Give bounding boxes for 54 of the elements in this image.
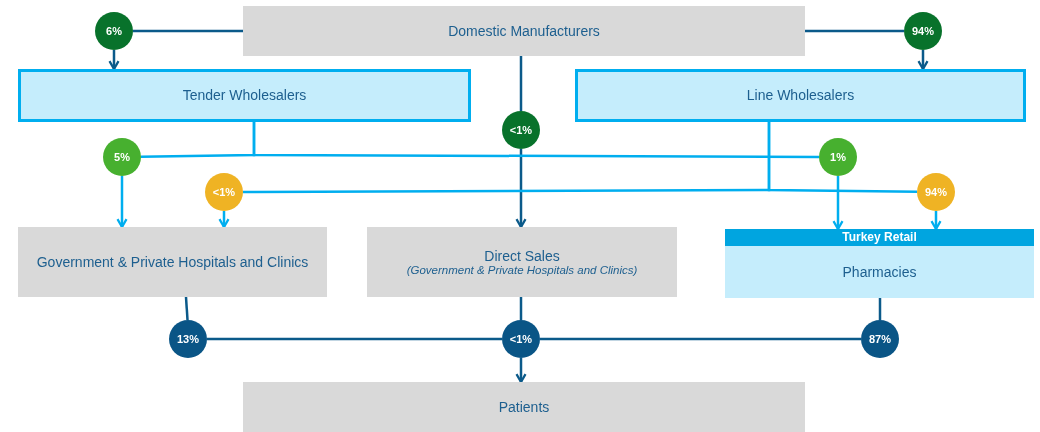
connector-line [133, 29, 243, 33]
percentage-circle [861, 320, 899, 358]
outlet-box [725, 229, 1034, 298]
percentage-label: <1% [509, 124, 533, 136]
connector-line [917, 50, 929, 71]
connector-line [218, 211, 230, 229]
box-sublabel: (Government & Private Hospitals and Clinics) [406, 264, 638, 277]
percentage-circle [904, 12, 942, 50]
percentage-label: <1% [509, 333, 533, 345]
box-label: Tender Wholesalers [182, 87, 307, 104]
channel-box [18, 69, 471, 122]
percentage-label: 13% [177, 333, 199, 345]
percentage-label: 87% [869, 333, 891, 345]
channel-box [243, 382, 805, 432]
box-label: Direct Sales [484, 247, 560, 265]
connector-line [184, 296, 189, 321]
connector-line [116, 176, 128, 229]
percentage-label: <1% [212, 186, 236, 198]
percentage-circle [169, 320, 207, 358]
percentage-circle [502, 111, 540, 149]
connector-line [515, 149, 527, 229]
connector-line [515, 358, 527, 384]
connector-line [540, 337, 861, 341]
percentage-label: 94% [925, 186, 947, 198]
connector-line [930, 211, 942, 231]
connector-line [878, 298, 882, 320]
channel-box [575, 69, 1026, 122]
percentage-circle [95, 12, 133, 50]
connector-line [519, 297, 523, 320]
connector-line [767, 122, 917, 193]
box-label: Line Wholesalers [746, 87, 855, 104]
header-label: Turkey Retail [725, 229, 1034, 246]
percentage-label: 6% [106, 25, 122, 37]
box-label: Pharmacies [842, 263, 917, 282]
connector-line [252, 122, 819, 159]
channel-box [18, 227, 327, 297]
box-label: Government & Private Hospitals and Clinics [36, 253, 309, 271]
percentage-label: 1% [830, 151, 846, 163]
connector-line [207, 337, 502, 341]
connector-line [805, 29, 904, 33]
connector-line [519, 56, 523, 111]
percentage-circle [103, 138, 141, 176]
percentage-circle [205, 173, 243, 211]
channel-box [367, 227, 677, 297]
percentage-circle [917, 173, 955, 211]
percentage-label: 94% [912, 25, 934, 37]
box-label: Domestic Manufacturers [448, 22, 600, 40]
box-label: Patients [498, 398, 550, 416]
percentage-circle [502, 320, 540, 358]
channel-box [243, 6, 805, 56]
connector-line [832, 176, 844, 231]
percentage-label: 5% [114, 151, 130, 163]
connector-line [108, 50, 120, 71]
percentage-circle [819, 138, 857, 176]
